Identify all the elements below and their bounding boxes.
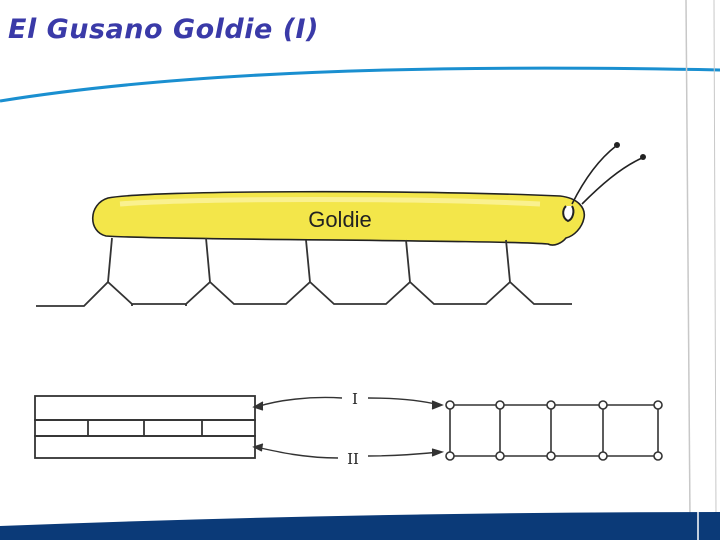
worm-antenna-tip-2 [640,154,646,160]
arrow-I-right [367,397,441,406]
structure-left [34,395,256,459]
worm-eye [562,205,575,223]
worm-goldie: Goldie [92,142,646,246]
arrow-I-left [255,396,343,408]
slide-title: El Gusano Goldie (I) [8,14,319,45]
node [495,451,505,461]
node [598,400,608,410]
label-II: II [347,450,359,468]
worm-antenna-tip-1 [614,142,620,148]
node [598,451,608,461]
arrowhead-I-right [431,400,444,410]
node [546,400,556,410]
node [546,451,556,461]
right-edge-line [685,0,691,521]
structure-left-top-box [34,395,256,421]
mapping-arrows [252,396,445,459]
worm-antenna-1 [571,145,617,205]
arrowhead-I-left [252,401,264,411]
node [653,451,663,461]
arrowhead-II-right [431,448,445,457]
hexagon-row-top [107,237,572,305]
header-swoosh-line [0,66,720,103]
ladder-nodes [445,400,663,461]
node [495,400,505,410]
structure-left-bottom-box [34,435,256,459]
arrowhead-II-left [252,443,264,452]
worm-label: Goldie [308,207,372,232]
node [445,400,455,410]
arrow-II-right [367,451,441,457]
structure-left-mid-box [34,419,256,437]
arrow-II-left [255,446,339,459]
worm-body [92,190,586,246]
worm-body-highlight [119,197,541,207]
worm-antenna-2 [581,157,643,205]
node [445,451,455,461]
ladder-graph [449,404,659,457]
hexagon-lattice [36,237,572,307]
node [653,400,663,410]
hexagon-row-bottom [36,281,187,307]
right-edge-line-2 [713,0,717,521]
footer-band [0,512,720,540]
label-I: I [352,390,358,408]
